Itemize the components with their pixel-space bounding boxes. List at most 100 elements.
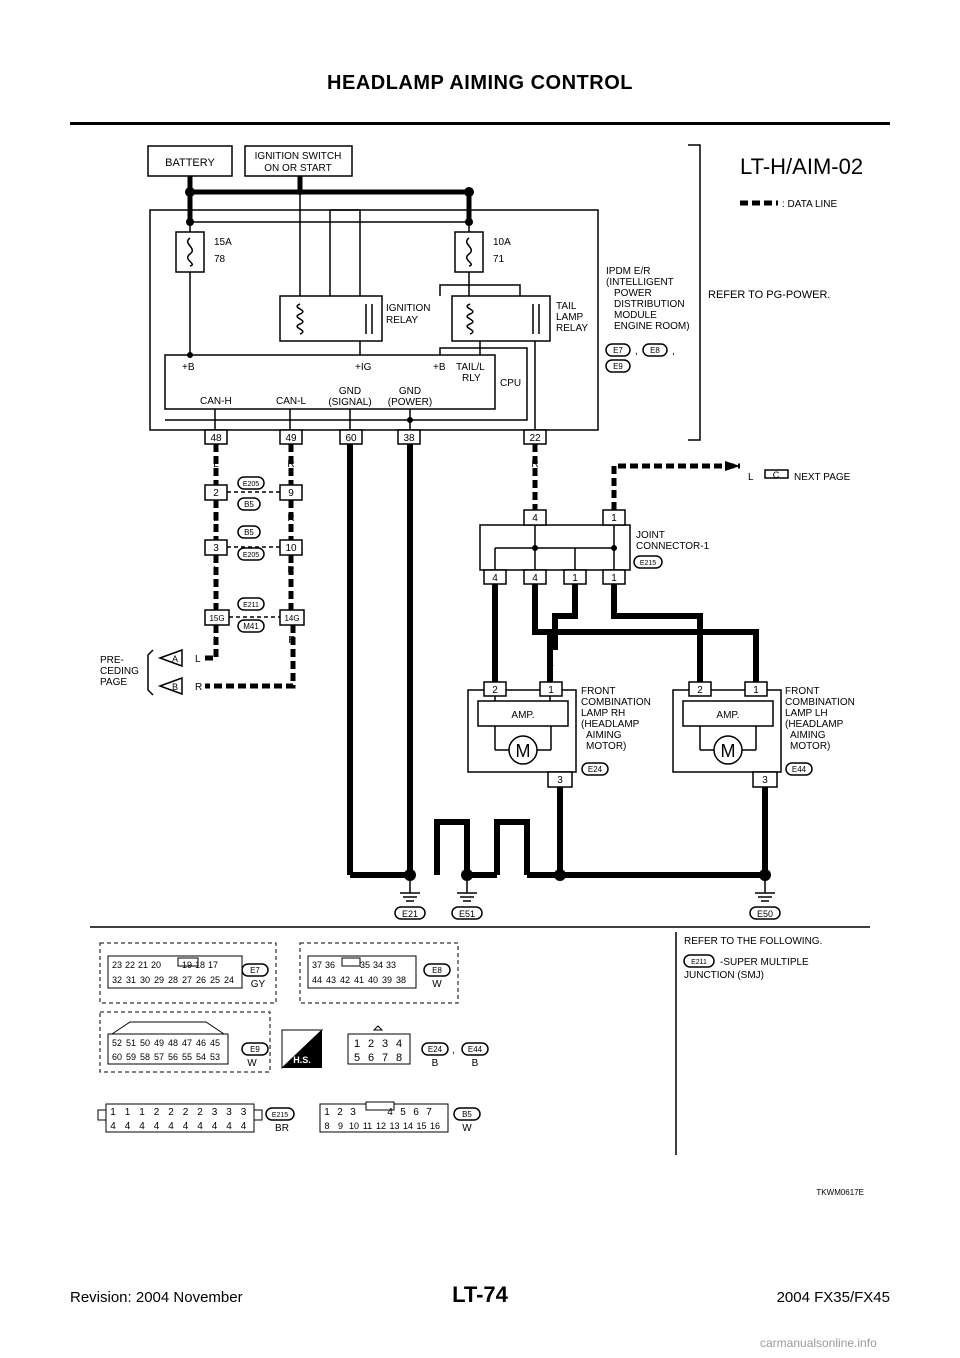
e7-bot-pin: 29 (154, 975, 164, 985)
joint-pin-4-b1: 4 (492, 573, 498, 584)
rh-pin-3: 3 (557, 775, 563, 786)
ipdm-label-6: ENGINE ROOM) (614, 321, 690, 332)
refer-following: REFER TO THE FOLLOWING. (684, 936, 822, 947)
pin-49-label: 49 (285, 433, 297, 444)
e24-top-pin: 1 (354, 1038, 360, 1050)
e8-bot-pin: 42 (340, 975, 350, 985)
e9-top-pin: 47 (182, 1038, 192, 1048)
e7-bot-pin: 26 (196, 975, 206, 985)
e9-bot-pin: 58 (140, 1052, 150, 1062)
rh-amp-box (477, 700, 569, 727)
arrow-b-color: R (195, 682, 202, 693)
term-can-l: CAN-L (276, 396, 306, 407)
lh-pin-1: 1 (753, 685, 759, 696)
title-rule (70, 122, 890, 125)
e9-bot-pin: 55 (182, 1052, 192, 1062)
term-gnd-power-2: (POWER) (388, 397, 432, 408)
term-gnd-signal-1: GND (339, 386, 361, 397)
b5-bot-pin: 16 (430, 1121, 440, 1131)
lh-label-3: LAMP LH (785, 708, 828, 719)
hs-label: H.S. (293, 1055, 311, 1065)
e215-bot-pin: 4 (154, 1121, 160, 1132)
rh-pin-1: 1 (548, 685, 554, 696)
rh-motor-unit (467, 689, 577, 773)
conn-e7-label: E7 (613, 346, 623, 355)
battery-label: BATTERY (165, 157, 215, 169)
e9-bot-pin: 56 (168, 1052, 178, 1062)
e7-face-name: E7 (250, 966, 260, 975)
wire-color-r6: R (491, 598, 498, 609)
e215-bot-pin: 4 (125, 1121, 131, 1132)
smj-conn-label: E211 (691, 959, 707, 966)
fuse-15a-number: 78 (214, 254, 226, 265)
m41-pin-14g: 14G (284, 614, 299, 623)
wire-color-r7: R (531, 598, 538, 609)
e44-face-name: E44 (468, 1045, 483, 1054)
e9-bot-pin: 59 (126, 1052, 136, 1062)
legend-data-line: : DATA LINE (782, 199, 838, 210)
b5-top-pin: 7 (426, 1107, 432, 1118)
ignition-relay-box (279, 295, 383, 342)
e7-top-pin: 20 (151, 960, 161, 970)
e7-bot-pin: 25 (210, 975, 220, 985)
next-page-color: L (748, 472, 754, 483)
b5-top-pin: 1 (324, 1107, 330, 1118)
wire-color-r4: R (287, 565, 294, 576)
e24-face-color: B (432, 1058, 439, 1069)
rh-amp-label: AMP. (511, 710, 534, 721)
e215-top-pin: 2 (183, 1107, 189, 1118)
e215-bot-pin: 4 (183, 1121, 189, 1132)
e9-top-pin: 51 (126, 1038, 136, 1048)
e9-bot-pin: 57 (154, 1052, 164, 1062)
lh-label-6: MOTOR) (790, 741, 830, 752)
e8-bot-pin: 39 (382, 975, 392, 985)
e24-face-name: E24 (428, 1045, 443, 1054)
joint-pin-4-b2: 4 (532, 573, 538, 584)
term-gnd-signal-2: (SIGNAL) (328, 397, 371, 408)
e8-top-pin: 34 (373, 960, 383, 970)
pin-60-label: 60 (345, 433, 357, 444)
refer-pg-power: REFER TO PG-POWER. (708, 289, 830, 301)
joint-pin-1-b1: 1 (572, 573, 578, 584)
ign-switch-label-2: ON OR START (264, 163, 331, 174)
e24-top-pin: 3 (382, 1038, 388, 1050)
wire-color-b9: B (494, 842, 501, 853)
e205-label-2: E205 (243, 552, 259, 559)
lh-label-5: AIMING (790, 730, 826, 741)
joint-conn-label: E215 (640, 560, 656, 567)
wire-color-b3: B (557, 798, 564, 809)
ipdm-label-4: DISTRIBUTION (614, 299, 685, 310)
e215-bot-pin: 4 (241, 1121, 247, 1132)
ipdm-label-2: (INTELLIGENT (606, 277, 674, 288)
e24-bot-pin: 8 (396, 1052, 402, 1064)
lh-label-2: COMBINATION (785, 697, 855, 708)
lh-conn-label: E44 (792, 765, 807, 774)
e205-pin-9: 9 (288, 488, 294, 499)
e205-label-1: E205 (243, 481, 259, 488)
wire-color-l7: L (611, 598, 617, 609)
e24-bot-pin: 7 (382, 1052, 388, 1064)
e215-bot-pin: 4 (197, 1121, 203, 1132)
tail-relay-label-2: LAMP (556, 312, 584, 323)
e7-top-pin: 19 (182, 960, 192, 970)
e8-bot-pin: 40 (368, 975, 378, 985)
watermark: carmanualsonline.info (760, 1336, 877, 1350)
page-number: LT-74 (452, 1282, 508, 1307)
next-page-label: NEXT PAGE (794, 472, 851, 483)
ignition-relay-label-1: IGNITION (386, 303, 430, 314)
wire-color-b5: B (347, 842, 354, 853)
e7-top-pin: 17 (208, 960, 218, 970)
arrow-a-label: A (172, 654, 178, 664)
rh-motor-icon: M (516, 741, 531, 761)
e215-bot-pin: 4 (168, 1121, 174, 1132)
revision-label: Revision: 2004 November (70, 1289, 243, 1306)
term-can-h: CAN-H (200, 396, 232, 407)
fuse-10a-label: 10A (493, 237, 511, 248)
wire-color-r1: R (287, 459, 294, 470)
e8-face-color: W (432, 979, 442, 990)
e215-face-color: BR (275, 1123, 289, 1134)
term-tail-1: TAIL/L (456, 362, 485, 373)
e8-face-name: E8 (432, 966, 442, 975)
e7-bot-pin: 32 (112, 975, 122, 985)
ignition-relay-label-2: RELAY (386, 315, 418, 326)
